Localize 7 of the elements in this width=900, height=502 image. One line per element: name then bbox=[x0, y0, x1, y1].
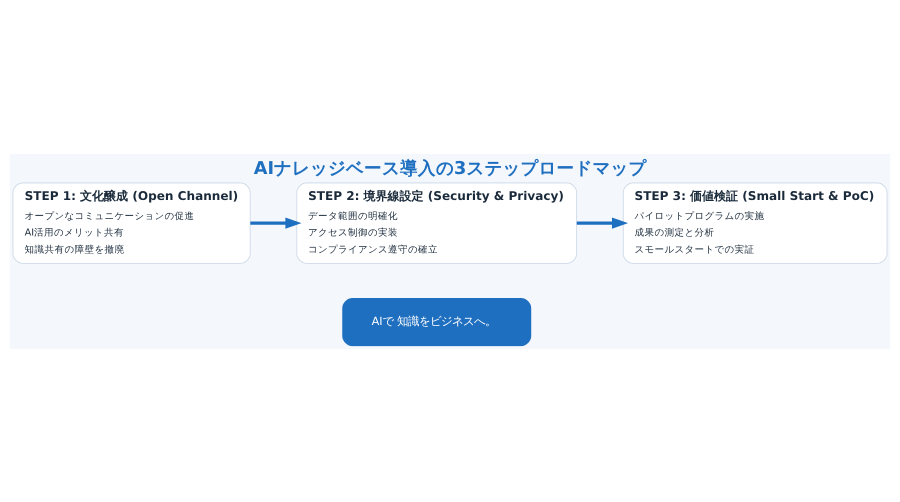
node-box: STEP 2: 境界線設定 (Security & Privacy) データ範囲の明確化 アクセス制御の実装 コンプライアンス遵守の確立 bbox=[296, 182, 578, 264]
arrow bbox=[576, 217, 628, 228]
node-box: STEP 3: 価値検証 (Small Start & PoC) パイロットプログラムの実施 成果の測定と分析 スモールスタートでの実証 bbox=[622, 182, 888, 264]
diagram-title: AIナレッジベース導入の3ステップロードマップ bbox=[254, 158, 646, 178]
node-box: STEP 1: 文化醸成 (Open Channel) オープンなコミュニケーションの促進 AI活用のメリット共有 知識共有の障壁を撤廃 bbox=[12, 182, 251, 264]
node-box: AIで 知識をビジネスへ。 bbox=[342, 297, 532, 346]
arrow bbox=[250, 217, 302, 228]
